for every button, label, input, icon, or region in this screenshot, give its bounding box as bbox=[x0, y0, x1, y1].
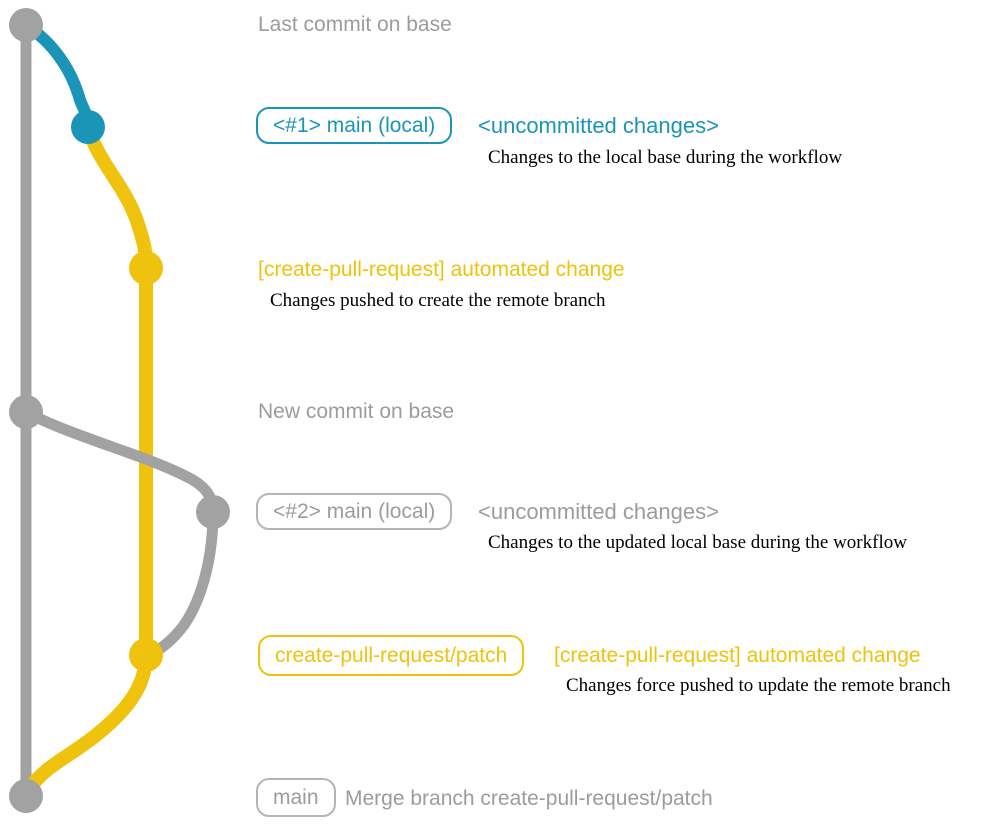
commit-node-new-base bbox=[9, 395, 43, 429]
branch-badge-main: main bbox=[256, 778, 336, 817]
commit-node-local-2 bbox=[196, 495, 230, 529]
new-commit-label: New commit on base bbox=[258, 400, 455, 423]
uncommitted-changes-note-1: <uncommitted changes> bbox=[478, 113, 719, 138]
automated-change-label-1: [create-pull-request] automated change bbox=[258, 258, 625, 281]
push-description-1: Changes pushed to create the remote bran… bbox=[270, 290, 606, 311]
commit-node-push-2 bbox=[129, 638, 163, 672]
patch-branch-line bbox=[81, 124, 153, 655]
last-commit-label: Last commit on base bbox=[258, 13, 452, 36]
branch-badge-patch: create-pull-request/patch bbox=[258, 635, 525, 676]
branch-badge-main-local-2: <#2> main (local) bbox=[256, 493, 453, 530]
updated-base-merge-line bbox=[145, 512, 219, 661]
local-changes-branch-line bbox=[22, 19, 94, 128]
local-changes-description-1: Changes to the local base during the wor… bbox=[488, 147, 843, 168]
automated-change-label-2: [create-pull-request] automated change bbox=[554, 644, 921, 667]
commit-node-last-base bbox=[9, 8, 43, 42]
push-description-2: Changes force pushed to update the remot… bbox=[566, 675, 951, 696]
local-changes-description-2: Changes to the updated local base during… bbox=[488, 532, 907, 553]
updated-base-branch-line bbox=[23, 407, 219, 514]
commit-node-merge bbox=[9, 779, 43, 813]
merge-commit-label: Merge branch create-pull-request/patch bbox=[345, 787, 713, 810]
patch-merge-line bbox=[22, 654, 153, 795]
uncommitted-changes-note-2: <uncommitted changes> bbox=[478, 499, 719, 524]
commit-node-push-1 bbox=[129, 251, 163, 285]
commit-node-local-1 bbox=[71, 110, 105, 144]
branch-badge-main-local-1: <#1> main (local) bbox=[256, 107, 453, 144]
